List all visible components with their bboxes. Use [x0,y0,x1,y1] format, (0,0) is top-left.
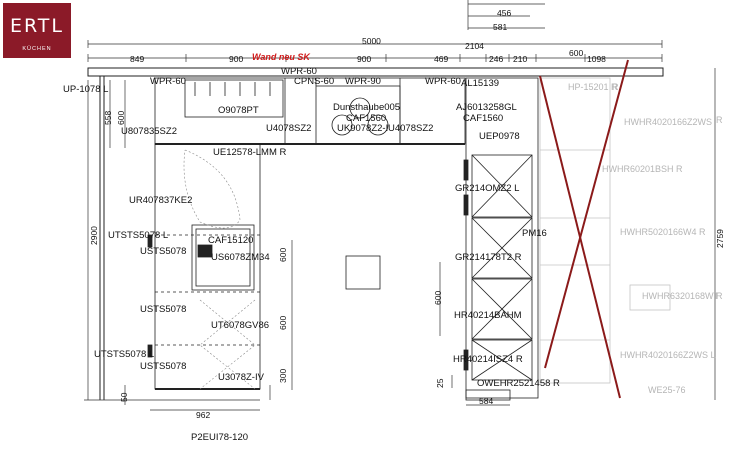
label-u3078z: U3078Z-IV [218,372,265,383]
dim-900a: 900 [229,54,243,64]
grey-label-hwhr3: HWHR5020166W4 R [620,227,706,237]
dim-2759: 2759 [715,229,725,248]
dim-5000: 5000 [362,36,381,46]
dim-558: 558 [103,111,113,125]
label-gr214omz2: GR214OMZ2 L [455,183,519,194]
label-hr40214bahm: HR40214BAHM [454,310,522,321]
dim-50: 50 [119,392,129,402]
dim-2900: 2900 [89,226,99,245]
grey-label-hp15201: HP-15201 R [568,82,618,92]
logo-wordmark: ERTL [10,15,64,37]
logo-subtitle: KÜCHEN [22,45,51,52]
label-usts-2: USTS5078 [140,304,186,315]
dim-469: 469 [434,54,448,64]
dim-600: 600 [569,48,583,58]
room-walls [87,67,664,400]
grey-label-hwhr1: HWHR4020166Z2WS [624,117,712,127]
label-wpr90: WPR-90 [345,76,381,87]
top-stack-dims [467,0,545,30]
dim-600-center-b: 600 [278,316,288,330]
label-caf15120: CAF15120 [208,235,253,246]
label-us6078zm34: US6078ZM34 [211,252,270,263]
dim-25: 25 [435,378,445,388]
island-column [345,255,381,290]
dim-2104: 2104 [465,41,484,51]
grey-label-hwhr2: HWHR60201BSH R [602,164,683,174]
left-door-swings [183,149,256,390]
dim-849: 849 [130,54,144,64]
dim-line-5000 [87,40,663,48]
label-usts-1: USTS5078 [140,246,186,257]
label-cpns60: CPNS-60 [294,76,334,87]
label-hr40214isz4: HR40214ISZ4 R [453,354,523,365]
label-u4078sz2-left: U4078SZ2 [266,123,311,134]
right-dim-lines [439,68,716,406]
grey-label-hwhr5: HWHR4020166Z2WS L [620,350,716,360]
label-wpr60-left: WPR-60 [150,76,186,87]
dim-456: 456 [497,8,511,18]
label-ut6078gv86: UT6078GV86 [211,320,269,331]
dim-581: 581 [493,22,507,32]
ertl-logo: ERTL KÜCHEN [3,3,71,58]
label-o9078pt: O9078PT [218,105,259,116]
grey-label-hwhr4: HWHR6320168WT [642,291,720,301]
label-caf1560-right: CAF1560 [463,113,503,124]
label-pm16: PM16 [522,228,547,239]
center-dim-lines [269,240,293,400]
label-usts-3: USTS5078 [140,361,186,372]
label-uep0978: UEP0978 [479,131,520,142]
dim-300: 300 [278,369,288,383]
dim-600-left: 600 [116,111,126,125]
label-utsts-top: UTSTS5078 L [108,230,168,241]
grey-label-r1: R [716,115,723,125]
dim-962: 962 [196,410,210,420]
dim-900b: 900 [357,54,371,64]
grey-label-r3: R [612,82,619,92]
label-owehr: OWEHR2521458 R [477,378,560,389]
removal-cross [539,59,629,399]
label-u807835sz2: U807835SZ2 [121,126,177,137]
label-ur407837: UR407837KE2 [129,195,192,206]
dim-line-segments [87,54,663,62]
left-dim-lines [84,80,260,411]
grey-label-r2: R [716,291,723,301]
label-utsts-bottom: UTSTS5078 L [94,349,154,360]
label-uk9078: UK9078Z2-I [337,123,388,134]
right-tall-cabinets [463,77,539,401]
label-up-1078: UP-1078 L [63,84,108,95]
label-aj6013258gl: AJ6013258GL [456,102,517,113]
dim-1098: 1098 [587,54,606,64]
left-cabinets [147,143,261,390]
label-u4078sz2-right: U4078SZ2 [388,123,433,134]
label-wpr60-mid: WPR-60 [281,66,317,77]
label-p2eui78: P2EUI78-120 [191,432,248,443]
dim-584: 584 [479,396,493,406]
label-gr214178: GR214178T2 R [455,252,522,263]
label-wpr60-right: WPR-60 [425,76,461,87]
label-dunsthaube: Dunsthaube005 [333,102,400,113]
label-caf1560-top: CAF1560 [346,113,386,124]
wall-note: Wand neu SK [252,52,311,62]
grey-label-we25: WE25-76 [648,385,686,395]
dim-210: 210 [513,54,527,64]
top-counter [154,77,466,145]
dim-600-center-a: 600 [278,248,288,262]
label-al15139: AL15139 [461,78,499,89]
dim-600-right: 600 [433,291,443,305]
dim-246: 246 [489,54,503,64]
label-ue12578: UE12578-LMM R [213,147,287,158]
